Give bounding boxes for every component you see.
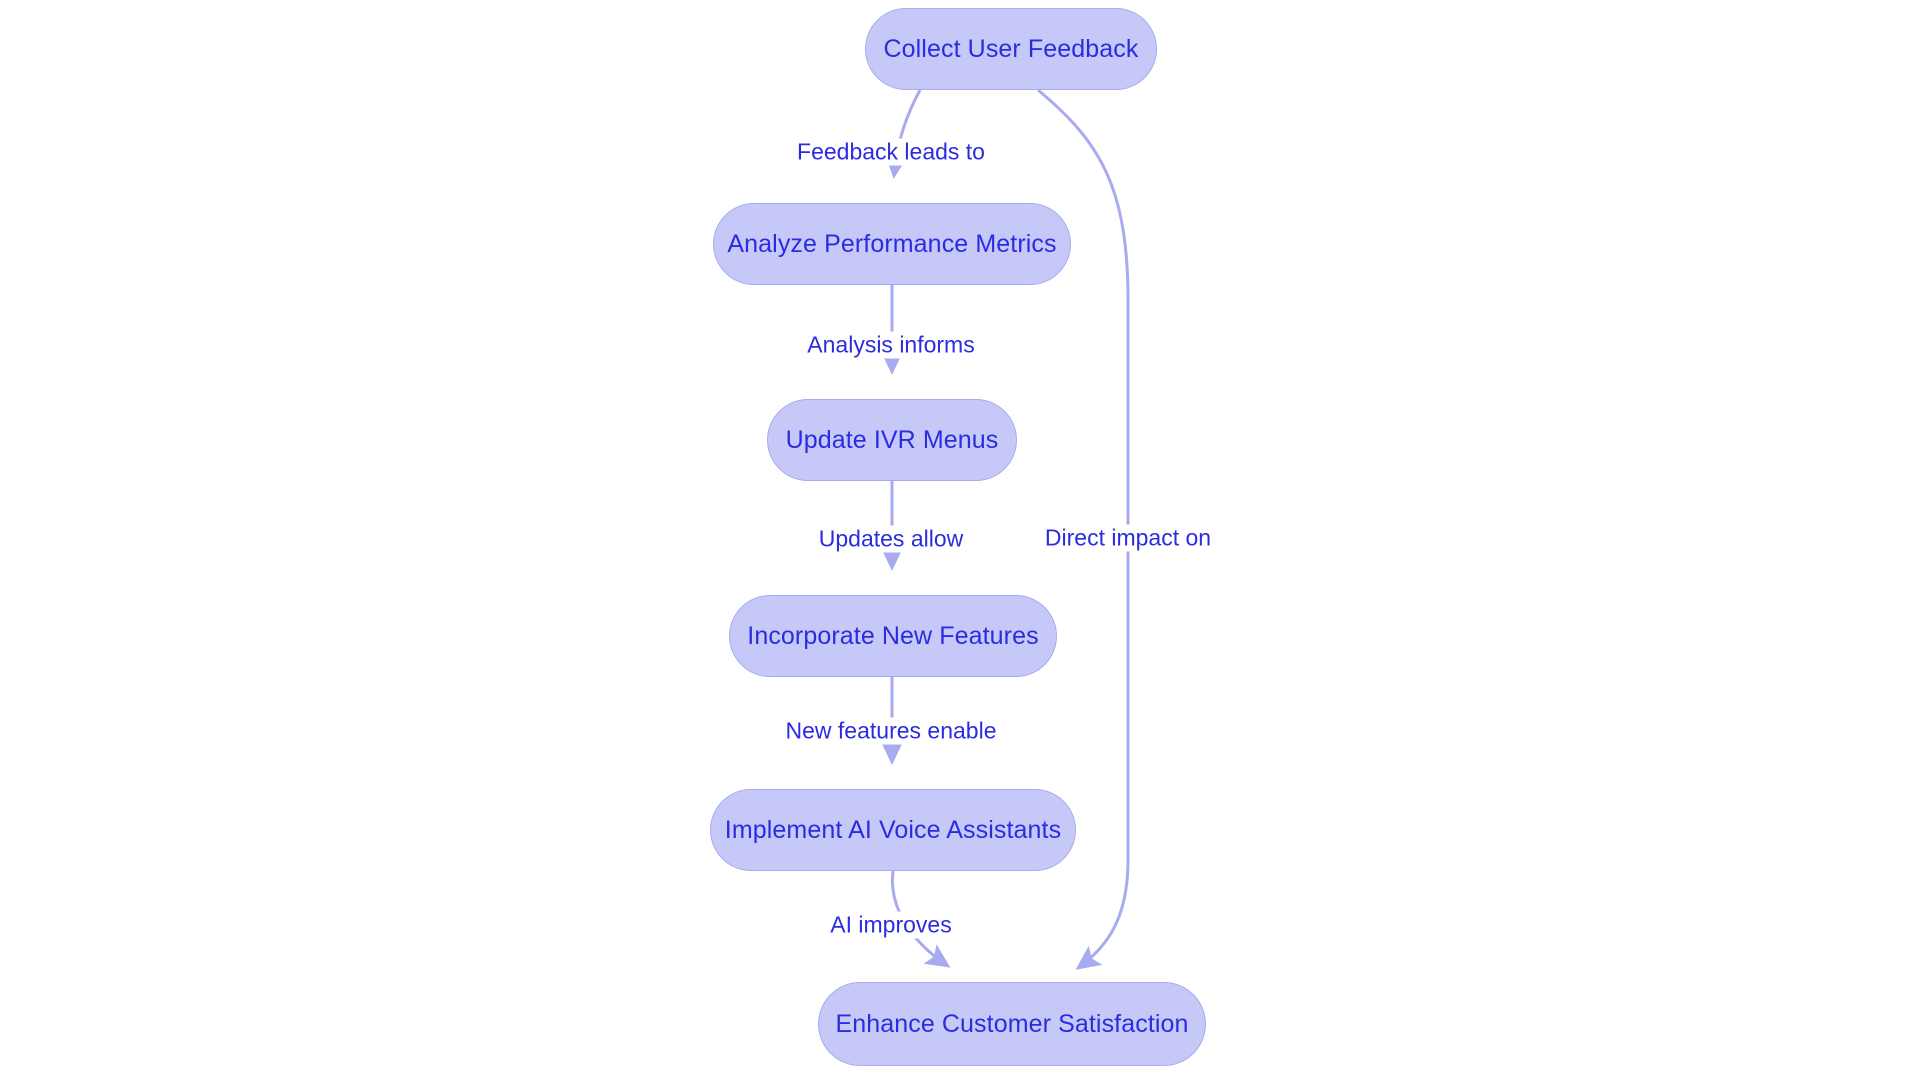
edge-label-feedback-leads-to: Feedback leads to: [793, 138, 989, 166]
node-label: Implement AI Voice Assistants: [724, 815, 1062, 844]
edge-label-analysis-informs: Analysis informs: [803, 331, 979, 359]
node-analyze-performance-metrics[interactable]: Analyze Performance Metrics: [713, 203, 1071, 285]
node-label: Collect User Feedback: [883, 34, 1139, 63]
node-update-ivr-menus[interactable]: Update IVR Menus: [767, 399, 1017, 481]
node-label: Enhance Customer Satisfaction: [835, 1009, 1189, 1038]
node-collect-user-feedback[interactable]: Collect User Feedback: [865, 8, 1157, 90]
node-label: Analyze Performance Metrics: [727, 229, 1057, 258]
node-incorporate-new-features[interactable]: Incorporate New Features: [729, 595, 1057, 677]
node-label: Incorporate New Features: [747, 621, 1039, 650]
edge-label-new-features-enable: New features enable: [781, 717, 1001, 745]
node-label: Update IVR Menus: [785, 425, 999, 454]
node-implement-ai-voice-assistants[interactable]: Implement AI Voice Assistants: [710, 789, 1076, 871]
edge-label-updates-allow: Updates allow: [814, 525, 968, 553]
edge-label-ai-improves: AI improves: [826, 911, 956, 939]
edge-label-direct-impact-on: Direct impact on: [1040, 524, 1216, 552]
node-enhance-customer-satisfaction[interactable]: Enhance Customer Satisfaction: [818, 982, 1206, 1066]
